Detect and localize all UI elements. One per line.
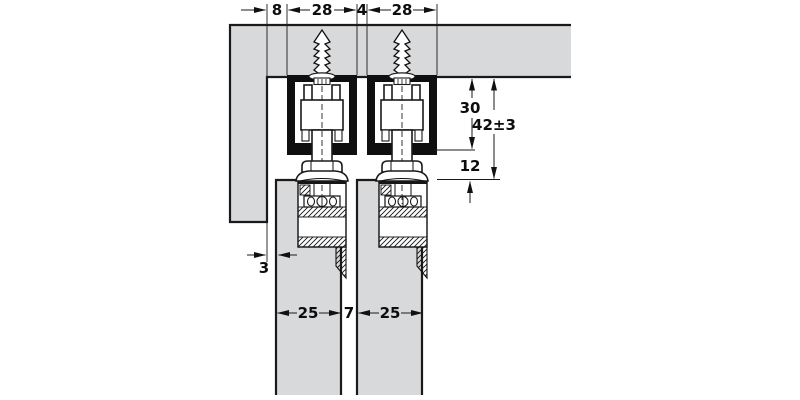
dim-bottom-25a: 25 (298, 304, 319, 322)
door-assembly-right (355, 178, 429, 397)
dim-bottom-7: 7 (344, 304, 354, 322)
dimension-annotations: 8 28 4 28 30 42±3 12 3 (241, 1, 516, 322)
dimension-right-stack: 30 42±3 12 (433, 78, 516, 203)
dim-left-3: 3 (259, 259, 269, 277)
top-extension-lines (266, 4, 438, 77)
dim-top-28a: 28 (312, 1, 333, 19)
dim-right-30: 30 (460, 99, 481, 117)
dim-top-4: 4 (357, 1, 367, 19)
dim-bottom-25b: 25 (380, 304, 401, 322)
dim-right-42-3: 42±3 (472, 116, 516, 134)
dimension-left-gap: 3 (247, 222, 297, 277)
dim-top-28b: 28 (392, 1, 413, 19)
door-assembly-left (274, 178, 348, 397)
dim-top-8: 8 (272, 1, 282, 19)
dimension-bottom-doors: 25 7 25 (277, 304, 423, 322)
dim-right-12: 12 (460, 157, 481, 175)
dimension-top-chain: 8 28 4 28 (241, 1, 436, 19)
